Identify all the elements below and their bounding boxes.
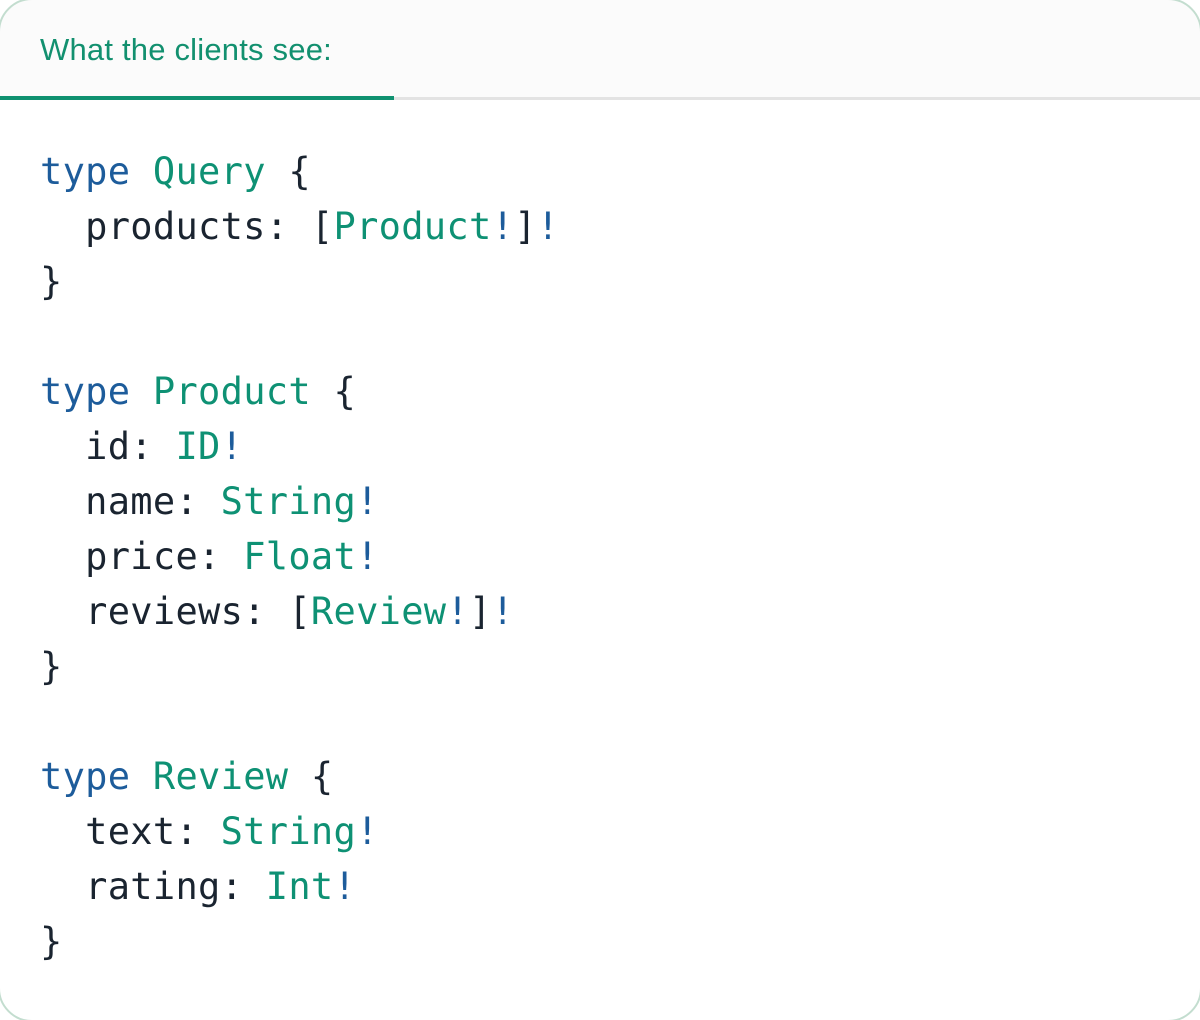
code-token-type: Product (333, 205, 492, 248)
code-line: name: String! (40, 474, 1170, 529)
code-token-type: String (220, 480, 357, 523)
code-token-plain: } (40, 920, 63, 963)
code-token-plain (130, 755, 153, 798)
code-token-plain (130, 150, 153, 193)
code-token-plain: ] (514, 205, 537, 248)
code-line: type Query { (40, 144, 1170, 199)
code-token-plain: rating: (40, 865, 266, 908)
code-token-type: Review (310, 590, 447, 633)
active-tab-underline (0, 96, 394, 100)
code-block: type Query { products: [Product!]!} type… (0, 100, 1200, 969)
code-token-plain: } (40, 260, 63, 303)
code-token-keyword: ! (446, 590, 469, 633)
code-token-plain: price: (40, 535, 244, 578)
code-token-plain: ] (468, 590, 492, 633)
code-line: price: Float! (40, 529, 1170, 584)
code-line: text: String! (40, 804, 1170, 859)
tab-label-clients-view[interactable]: What the clients see: (40, 32, 332, 67)
code-token-plain: { (310, 370, 357, 413)
code-token-plain: { (288, 755, 334, 798)
code-token-plain: { (265, 150, 311, 193)
code-token-keyword: ! (536, 205, 560, 248)
code-line: } (40, 639, 1170, 694)
code-token-plain: products: [ (40, 205, 334, 248)
panel-header: What the clients see: (0, 0, 1200, 100)
code-token-plain: id: (40, 425, 176, 468)
code-token-plain: } (40, 645, 63, 688)
code-line: reviews: [Review!]! (40, 584, 1170, 639)
code-line: } (40, 914, 1170, 969)
code-line: type Review { (40, 749, 1170, 804)
code-line: id: ID! (40, 419, 1170, 474)
code-token-type: ID (175, 425, 221, 468)
code-line (40, 694, 1170, 749)
code-token-keyword: ! (356, 535, 379, 578)
code-line: products: [Product!]! (40, 199, 1170, 254)
code-token-type: Int (265, 865, 334, 908)
code-line (40, 309, 1170, 364)
code-token-keyword: ! (333, 865, 357, 908)
code-line: rating: Int! (40, 859, 1170, 914)
code-token-plain: text: (40, 810, 221, 853)
code-token-type: Product (152, 370, 311, 413)
code-token-keyword: ! (491, 205, 515, 248)
code-token-plain: reviews: [ (40, 590, 311, 633)
code-token-keyword: type (40, 755, 131, 798)
code-token-type: Review (152, 755, 289, 798)
code-token-plain: name: (40, 480, 221, 523)
code-token-keyword: ! (491, 590, 515, 633)
code-token-type: Float (243, 535, 357, 578)
code-line: } (40, 254, 1170, 309)
code-token-keyword: type (40, 150, 131, 193)
code-line: type Product { (40, 364, 1170, 419)
code-token-keyword: ! (220, 425, 244, 468)
code-token-keyword: ! (356, 480, 379, 523)
code-token-type: Query (152, 150, 266, 193)
code-token-keyword: ! (356, 810, 379, 853)
code-token-plain (130, 370, 153, 413)
code-token-type: String (220, 810, 357, 853)
code-token-keyword: type (40, 370, 131, 413)
